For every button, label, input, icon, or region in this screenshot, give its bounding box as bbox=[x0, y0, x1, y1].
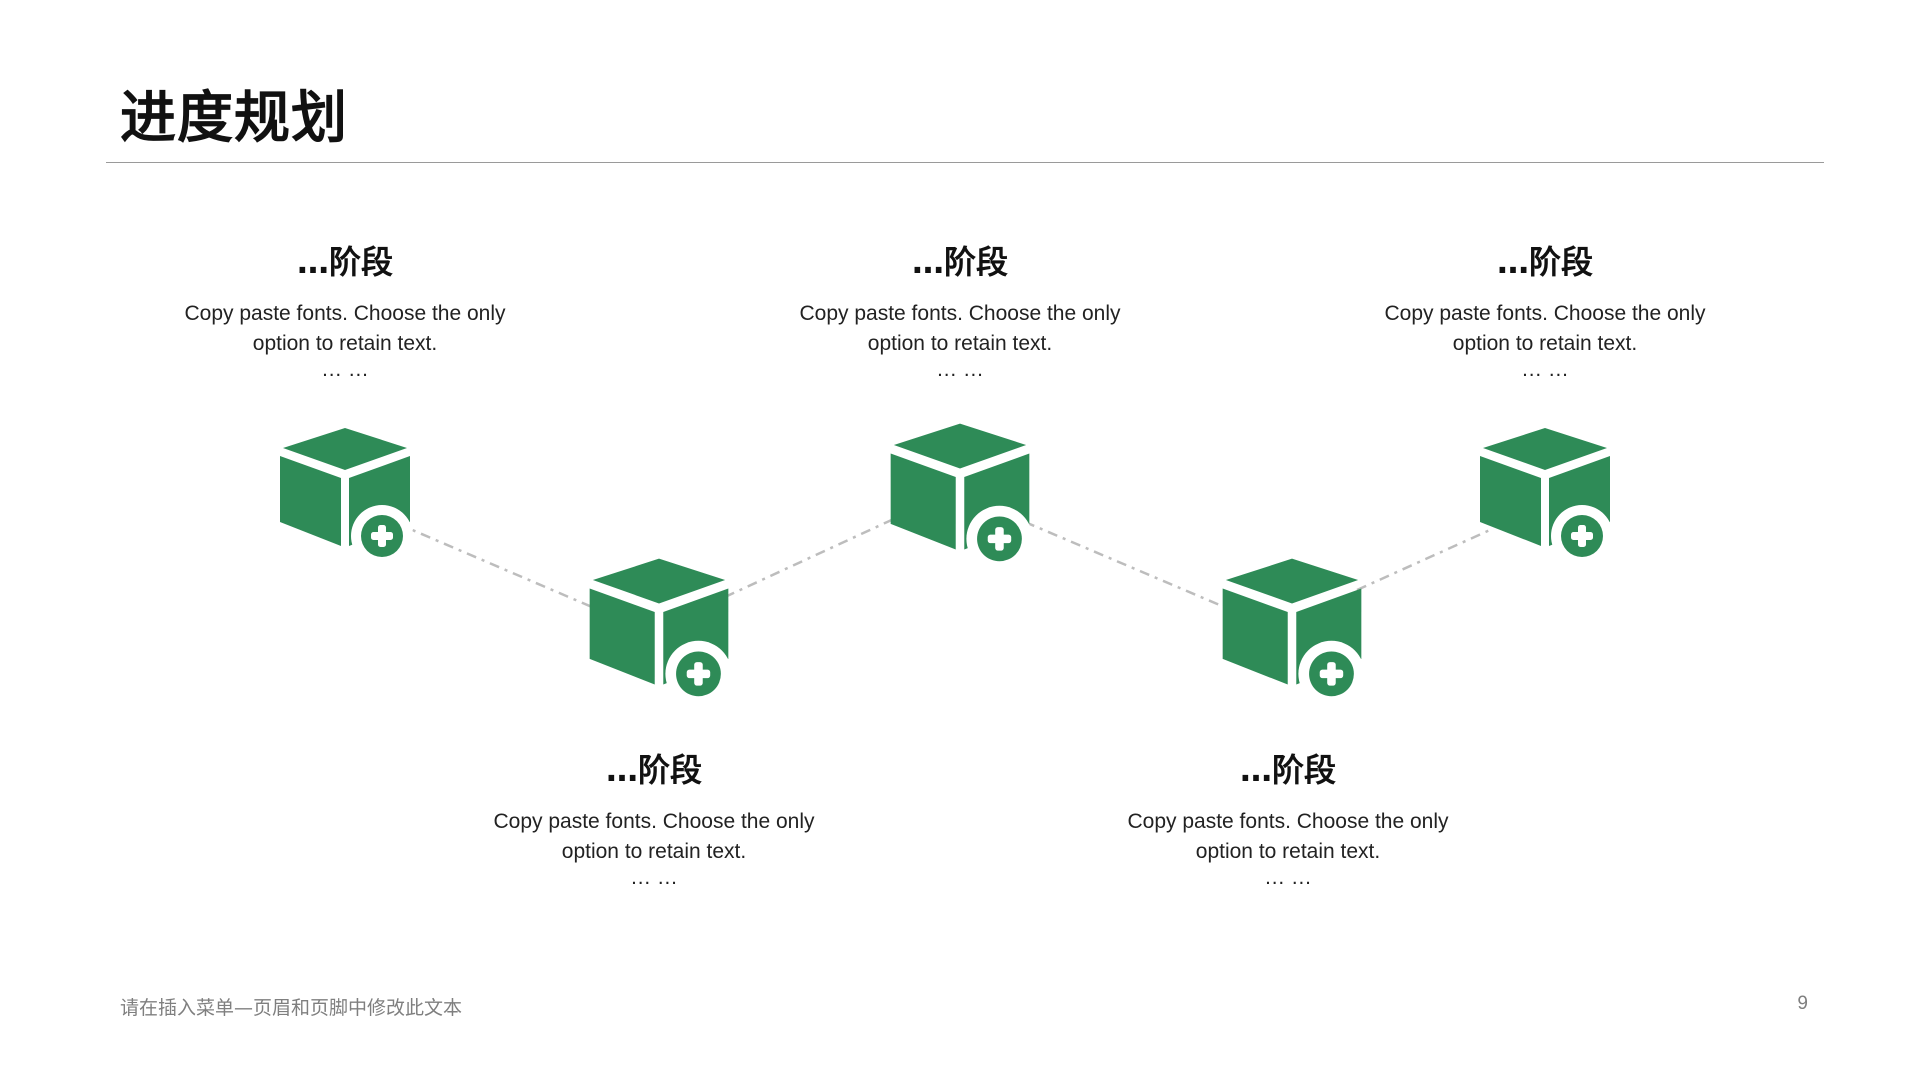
stage-ellipsis: … … bbox=[630, 866, 678, 890]
stage-title: …阶段 bbox=[1496, 243, 1593, 281]
stage-description: Copy paste fonts. Choose the only option… bbox=[493, 810, 815, 864]
stage-description: Copy paste fonts. Choose the only option… bbox=[1127, 810, 1449, 864]
stage-ellipsis: … … bbox=[1521, 358, 1569, 382]
stage-title: …阶段 bbox=[605, 751, 702, 789]
stage-title: …阶段 bbox=[911, 243, 1008, 281]
stage-ellipsis: … … bbox=[936, 358, 984, 382]
connector-2-3 bbox=[724, 515, 899, 599]
stage-description: Copy paste fonts. Choose the only option… bbox=[184, 302, 506, 356]
stage-2: …阶段 Copy paste fonts. Choose the only op… bbox=[484, 751, 824, 889]
page-number: 9 bbox=[1797, 993, 1808, 1014]
connector-1-2 bbox=[374, 512, 593, 609]
title-divider bbox=[106, 162, 1824, 163]
box-plus-icon bbox=[1212, 548, 1372, 708]
box-plus-icon bbox=[1470, 418, 1620, 568]
page-title: 进度规划 bbox=[120, 86, 348, 151]
footer-text: 请在插入菜单—页眉和页脚中修改此文本 bbox=[120, 997, 463, 1019]
stage-title: …阶段 bbox=[296, 243, 393, 281]
stage-title: …阶段 bbox=[1239, 751, 1336, 789]
stage-1: …阶段 Copy paste fonts. Choose the only op… bbox=[175, 243, 515, 381]
box-plus-icon bbox=[880, 413, 1040, 573]
stage-ellipsis: … … bbox=[1264, 866, 1312, 890]
stage-description: Copy paste fonts. Choose the only option… bbox=[799, 302, 1121, 356]
connector-3-4 bbox=[1024, 520, 1223, 608]
stage-description: Copy paste fonts. Choose the only option… bbox=[1384, 302, 1706, 356]
box-plus-icon bbox=[579, 548, 739, 708]
box-plus-icon bbox=[270, 418, 420, 568]
stage-3: …阶段 Copy paste fonts. Choose the only op… bbox=[790, 243, 1130, 381]
stage-5: …阶段 Copy paste fonts. Choose the only op… bbox=[1375, 243, 1715, 381]
stage-4: …阶段 Copy paste fonts. Choose the only op… bbox=[1118, 751, 1458, 889]
stage-ellipsis: … … bbox=[321, 358, 369, 382]
